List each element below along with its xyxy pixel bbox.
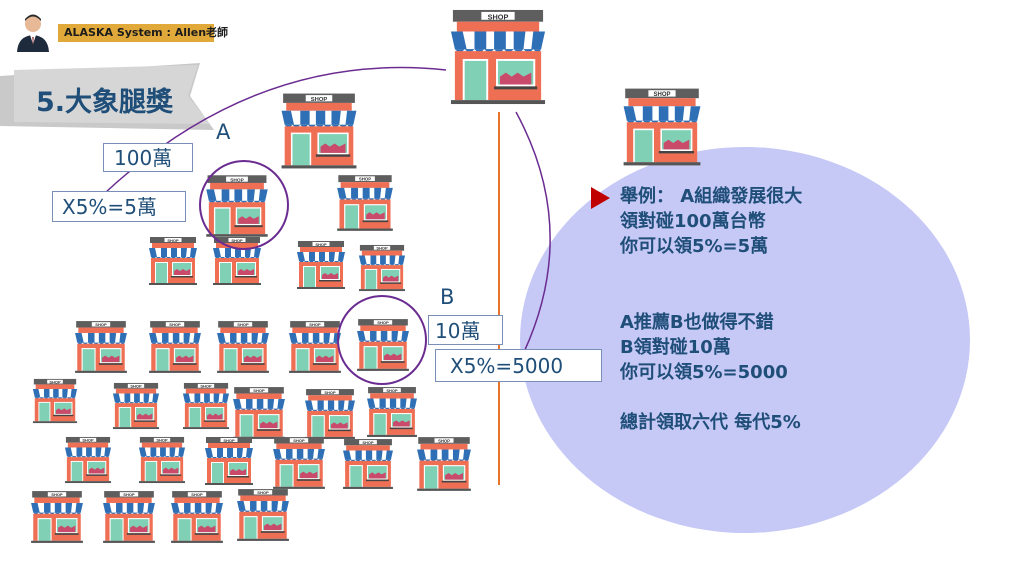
shop-sign-text: SHOP	[230, 177, 244, 183]
a-amount-box: 100萬	[103, 143, 193, 172]
shop-sign-text: SHOP	[231, 238, 243, 243]
shop-sign-text: SHOP	[253, 388, 265, 393]
label-a: A	[216, 120, 231, 144]
shop-sign-text: SHOP	[324, 390, 336, 395]
shop-sign-text: SHOP	[95, 322, 107, 327]
shop-sign-text: SHOP	[169, 322, 181, 327]
label-b: B	[440, 285, 455, 309]
shop-sign-text: SHOP	[376, 246, 388, 251]
title-ribbon	[0, 63, 214, 130]
shop-sign-text: SHOP	[362, 440, 374, 445]
explanation-line: 你可以領5%=5萬	[620, 236, 769, 257]
explanation-line: 你可以領5%=5000	[620, 362, 788, 383]
brand-banner: ALASKA System : Allen老師	[58, 24, 228, 42]
circle-a	[199, 160, 289, 250]
shop-sign-text: SHOP	[257, 490, 269, 495]
b-amount-box: 10萬	[428, 315, 503, 345]
circle-b	[337, 295, 427, 385]
bullet-triangle-icon	[591, 187, 610, 209]
shop-sign-text: SHOP	[130, 384, 142, 389]
arc-to-b	[515, 111, 551, 353]
shop-sign-text: SHOP	[359, 177, 371, 182]
shop-sign-text: SHOP	[315, 242, 327, 247]
shop-sign-text: SHOP	[200, 384, 212, 389]
shop-sign-text: SHOP	[293, 438, 305, 443]
explanation-circle	[520, 147, 970, 533]
a-rate-box: X5%=5萬	[52, 191, 186, 222]
shop-sign-text: SHOP	[488, 12, 509, 21]
shop-sign-text: SHOP	[309, 322, 321, 327]
shop-sign-text: SHOP	[156, 438, 168, 443]
shop-sign-text: SHOP	[49, 379, 61, 384]
shop-sign-text: SHOP	[311, 97, 328, 103]
slide-title: 5.大象腿獎	[36, 87, 174, 118]
shop-sign-text: SHOP	[653, 92, 670, 98]
shop-sign-text: SHOP	[51, 492, 63, 497]
explanation-line: 總計領取六代 每代5%	[620, 412, 801, 433]
explanation-line: 領對碰100萬台幣	[620, 211, 766, 232]
explanation-text: 舉例： A組織發展很大 領對碰100萬台幣 你可以領5%=5萬 A推薦B也做得不…	[620, 184, 802, 435]
shop-sign-text: SHOP	[123, 492, 135, 497]
explanation-line: B領對碰10萬	[620, 337, 731, 358]
b-rate-box: X5%=5000	[435, 349, 602, 382]
shop-sign-text: SHOP	[167, 238, 179, 243]
arc-to-a	[105, 66, 447, 193]
shop-sign-text: SHOP	[377, 320, 389, 325]
presenter-avatar	[14, 10, 52, 52]
shop-sign-text: SHOP	[237, 322, 249, 327]
explanation-line: 舉例： A組織發展很大	[620, 186, 803, 207]
shop-sign-text: SHOP	[386, 388, 398, 393]
shop-sign-text: SHOP	[191, 492, 203, 497]
shop-sign-text: SHOP	[82, 438, 94, 443]
explanation-line: A推薦B也做得不錯	[620, 312, 774, 333]
shop-sign-text: SHOP	[223, 438, 235, 443]
shop-sign-text: SHOP	[438, 438, 450, 443]
